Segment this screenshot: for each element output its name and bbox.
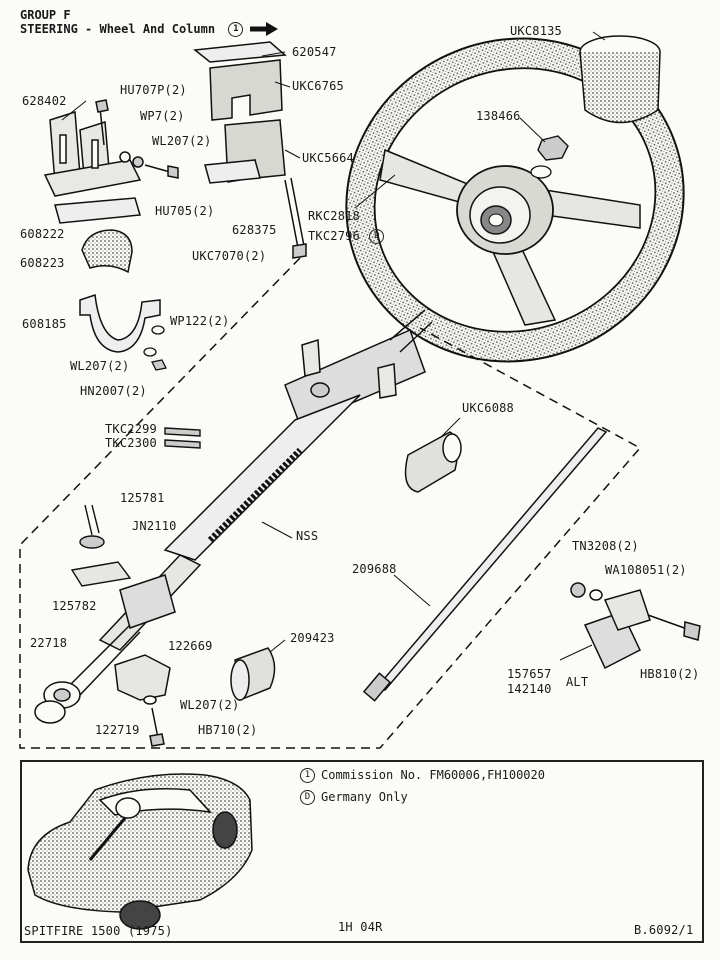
- label-ukc6088: UKC6088: [462, 401, 514, 415]
- label-tkc2300: TKC2300: [105, 436, 157, 450]
- clamp-block: [204, 119, 307, 259]
- label-tkc2299: TKC2299: [105, 422, 157, 436]
- label-122669: 122669: [168, 639, 213, 653]
- inner-shaft: [362, 427, 608, 702]
- clamp-plate: [54, 197, 141, 224]
- label-122719: 122719: [95, 723, 140, 737]
- label-209423: 209423: [290, 631, 335, 645]
- label-tn3208: TN3208(2): [572, 539, 639, 553]
- horn-cover: [579, 35, 661, 124]
- rubber-packing: [81, 229, 133, 274]
- seal-washers: [34, 681, 81, 724]
- lower-bracket: [114, 654, 171, 747]
- pinch-bolt-parts: [70, 427, 201, 587]
- label-157657: 157657: [507, 667, 552, 681]
- label-142140: 142140: [507, 682, 552, 696]
- label-wl207-c: WL207(2): [180, 698, 240, 712]
- label-wa108051: WA108051(2): [605, 563, 687, 577]
- label-hn2007: HN2007(2): [80, 384, 147, 398]
- label-22718: 22718: [30, 636, 68, 650]
- note-commission-text: Commission No. FM60006,FH100020: [321, 768, 545, 782]
- label-628402: 628402: [22, 94, 67, 108]
- column-grommet: [404, 431, 462, 493]
- label-608185: 608185: [22, 317, 67, 331]
- assembly-boundary: [19, 257, 642, 749]
- label-628375: 628375: [232, 223, 277, 237]
- upper-clamp: [193, 41, 287, 121]
- label-rkc2818: RKC2818: [308, 209, 360, 223]
- label-wl207-a: WL207(2): [152, 134, 212, 148]
- label-nss: NSS: [296, 529, 319, 543]
- label-209688: 209688: [352, 562, 397, 576]
- clamp-washers: [143, 325, 167, 371]
- group-label: GROUP F: [20, 8, 71, 22]
- leader-lines: [61, 31, 606, 661]
- label-hb810: HB810(2): [640, 667, 700, 681]
- lower-clamp: [79, 293, 161, 353]
- germany-marker-icon: D: [369, 229, 385, 244]
- footer-code: 1H 04R: [338, 920, 383, 934]
- note-marker-1-icon: 1: [300, 768, 315, 783]
- footer-plate: B.6092/1: [634, 923, 694, 937]
- note-germany-text: Germany Only: [321, 790, 408, 804]
- label-ukc8135: UKC8135: [510, 24, 562, 38]
- label-608222: 608222: [20, 227, 65, 241]
- label-hb710: HB710(2): [198, 723, 258, 737]
- label-tkc2796: TKC2796 D: [308, 229, 390, 244]
- column-bracket: [43, 99, 179, 197]
- label-ukc7070: UKC7070(2): [192, 249, 267, 263]
- reference-panel: [20, 760, 704, 943]
- page-title-text: STEERING - Wheel And Column: [20, 22, 216, 36]
- label-125781: 125781: [120, 491, 165, 505]
- hub-nut: [530, 135, 569, 179]
- title-arrow-icon: [250, 22, 278, 36]
- label-138466: 138466: [476, 109, 521, 123]
- note-germany: D Germany Only: [300, 790, 408, 805]
- page-title: STEERING - Wheel And Column 1: [20, 22, 249, 37]
- label-wp7: WP7(2): [140, 109, 185, 123]
- label-ukc5664: UKC5664: [302, 151, 354, 165]
- label-alt: ALT: [566, 675, 589, 689]
- steering-wheel: [345, 37, 685, 363]
- label-608223: 608223: [20, 256, 65, 270]
- label-wp122: WP122(2): [170, 314, 230, 328]
- note-commission: 1 Commission No. FM60006,FH100020: [300, 768, 545, 783]
- car-thumbnail: [27, 773, 253, 930]
- column-bush: [230, 647, 276, 702]
- label-620547: 620547: [292, 45, 337, 59]
- tkc2796-text: TKC2796: [308, 229, 360, 243]
- note-marker-d-icon: D: [300, 790, 315, 805]
- label-125782: 125782: [52, 599, 97, 613]
- steering-column: [64, 309, 433, 696]
- label-hu705: HU705(2): [155, 204, 215, 218]
- footer-model: SPITFIRE 1500 (1975): [24, 924, 173, 938]
- title-marker-icon: 1: [228, 22, 244, 37]
- label-jn2110: JN2110: [132, 519, 177, 533]
- label-hu707p: HU707P(2): [120, 83, 187, 97]
- universal-joint: [570, 582, 701, 670]
- label-ukc6765: UKC6765: [292, 79, 344, 93]
- label-wl207-b: WL207(2): [70, 359, 130, 373]
